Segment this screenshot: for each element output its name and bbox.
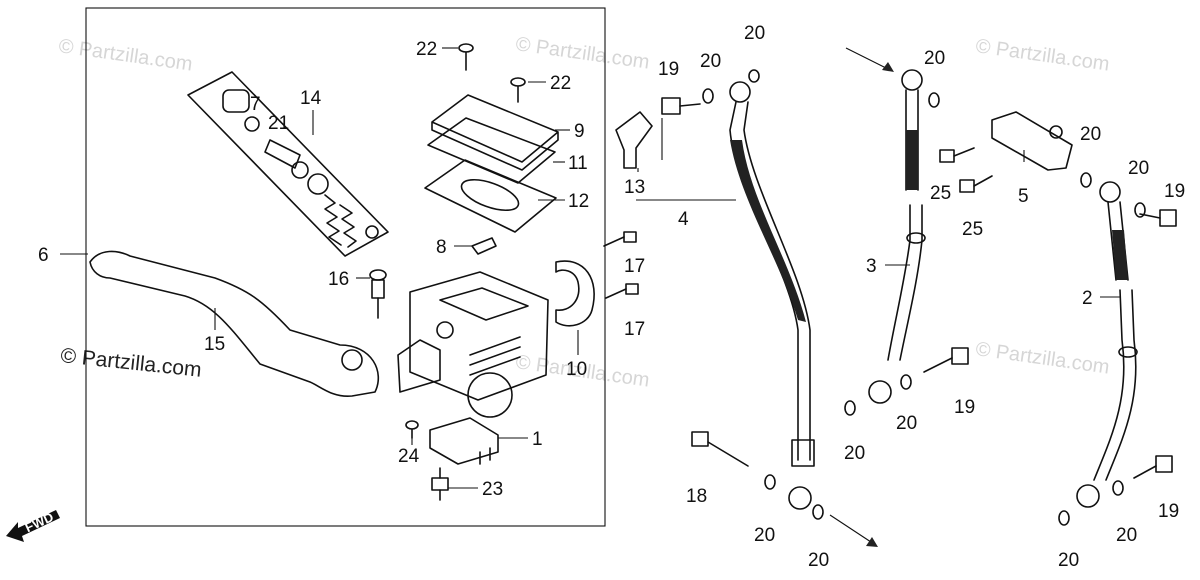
callout-14: 14	[300, 88, 322, 109]
callout-22-top: 22	[416, 39, 437, 60]
flow-arrow-bottom	[829, 514, 878, 547]
screw-24	[405, 420, 419, 439]
master-cylinder-body	[397, 271, 549, 418]
bleeder-23	[431, 467, 449, 501]
callout-20-c: 20	[924, 48, 945, 69]
callout-2: 2	[1082, 288, 1093, 309]
callout-24: 24	[398, 446, 420, 467]
callout-19-mid: 19	[954, 397, 975, 418]
callout-6: 6	[38, 245, 49, 266]
reservoir-cap	[431, 94, 559, 171]
callout-22-right: 22	[550, 73, 571, 94]
callout-13: 13	[624, 177, 645, 198]
hose-joint-13	[615, 111, 653, 169]
callout-20-j: 20	[1116, 525, 1137, 546]
flow-arrow-top	[845, 47, 894, 72]
bolt-18	[691, 431, 749, 467]
callout-25-right: 25	[962, 219, 983, 240]
brake-hose-4	[729, 81, 815, 510]
callout-16: 16	[328, 269, 349, 290]
watermark-left-main: © Partzilla.com	[59, 344, 202, 382]
callout-20-b: 20	[744, 23, 765, 44]
watermark-mid-right: © Partzilla.com	[974, 338, 1111, 379]
callout-19-top: 19	[658, 59, 679, 80]
callout-20-e: 20	[1128, 158, 1149, 179]
callout-20-d: 20	[1080, 124, 1101, 145]
bolt-17-upper	[603, 231, 637, 247]
callout-5: 5	[1018, 186, 1029, 207]
bolt-17-lower	[605, 283, 639, 299]
brake-lever	[89, 250, 380, 397]
callout-20-i: 20	[808, 550, 829, 571]
callout-17-lower: 17	[624, 319, 645, 340]
forward-direction-label: FWD	[23, 509, 56, 535]
banjo-bolt-19-mid	[923, 347, 969, 373]
callout-20-h: 20	[754, 525, 775, 546]
callout-20-a: 20	[700, 51, 721, 72]
watermark-top-right: © Partzilla.com	[974, 35, 1111, 76]
callout-10: 10	[566, 359, 587, 380]
piston-kit-parts	[222, 89, 379, 248]
clip-8	[471, 237, 497, 255]
callout-19-bottom: 19	[1158, 501, 1179, 522]
callout-20-f: 20	[896, 413, 917, 434]
piston-kit-panel	[187, 71, 389, 257]
bolts-25	[939, 147, 993, 193]
callout-9: 9	[574, 121, 585, 142]
brake-hose-3	[868, 69, 926, 404]
callout-1: 1	[532, 429, 543, 450]
leader-lines	[60, 47, 1120, 489]
holder-10	[555, 260, 595, 327]
brake-hose-2	[1076, 181, 1138, 508]
banjo-bolt-19-top	[661, 97, 701, 115]
callout-7: 7	[250, 94, 261, 115]
callout-25-left: 25	[930, 183, 951, 204]
brake-light-switch	[429, 417, 499, 465]
callout-8: 8	[436, 237, 447, 258]
callout-23: 23	[482, 479, 503, 500]
callout-20-g: 20	[844, 443, 865, 464]
callout-18: 18	[686, 486, 707, 507]
callout-3: 3	[866, 256, 877, 277]
callout-21: 21	[268, 113, 289, 134]
callout-20-k: 20	[1058, 550, 1079, 571]
forward-direction-arrow: FWD	[6, 509, 60, 542]
callout-labels: 1 2 3 4 5 6 7 8 9 10 11 12 13 14 15 16 1…	[38, 23, 1185, 571]
callout-11: 11	[568, 153, 588, 174]
screw-22-top	[458, 43, 474, 71]
screw-22-right	[510, 77, 526, 103]
callout-17-upper: 17	[624, 256, 645, 277]
watermark-top-left: © Partzilla.com	[57, 35, 194, 76]
callout-19-right: 19	[1164, 181, 1185, 202]
banjo-bolt-19-right	[1139, 209, 1177, 227]
callout-4: 4	[678, 209, 689, 230]
banjo-bolt-19-bottom	[1133, 455, 1173, 479]
callout-12: 12	[568, 191, 589, 212]
pivot-bolt-16	[369, 269, 387, 319]
washers-20	[702, 69, 1146, 526]
master-cylinder-group-frame	[85, 7, 606, 527]
diaphragm	[424, 159, 557, 233]
watermark-top-center: © Partzilla.com	[514, 33, 651, 74]
three-way-joint-5	[991, 111, 1073, 171]
callout-15: 15	[204, 334, 225, 355]
